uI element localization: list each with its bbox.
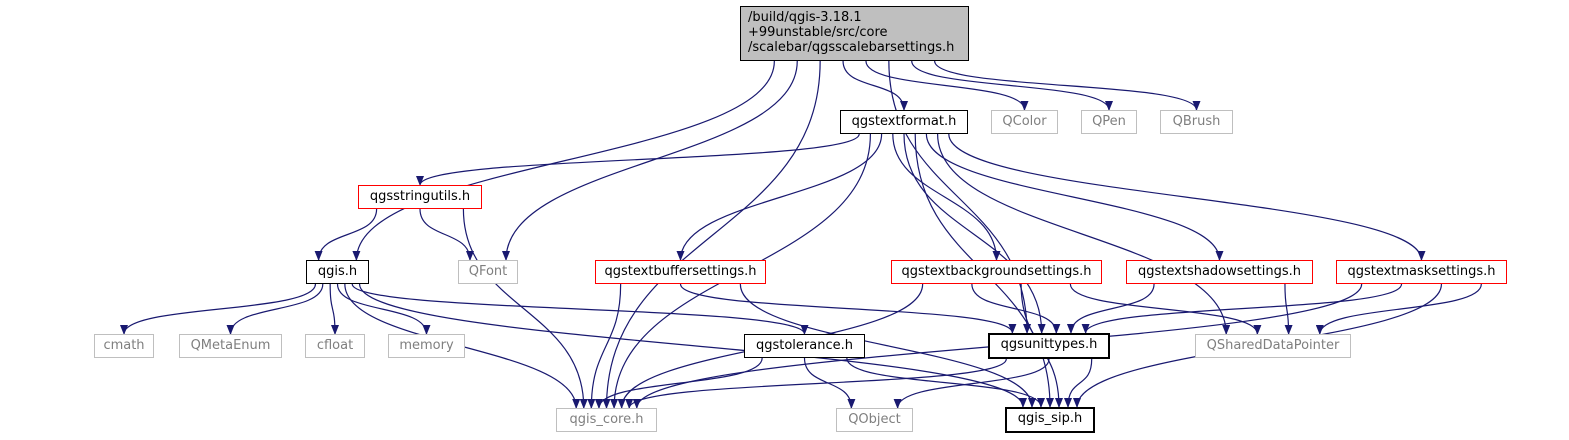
node-label: qgstextmasksettings.h: [1347, 264, 1496, 279]
edge-qgstextbackgroundsettings-to-qshareddatapointer: [1069, 283, 1262, 335]
node-qgstextbackgroundsettings[interactable]: qgstextbackgroundsettings.h: [891, 260, 1102, 284]
edge-root-to-qfont: [502, 60, 798, 261]
node-cfloat[interactable]: cfloat: [305, 334, 365, 358]
edge-root-to-qgstextformat: [842, 60, 908, 111]
edge-qgstextshadowsettings-to-qgsunittypes: [1066, 283, 1155, 334]
node-label: cfloat: [316, 338, 354, 353]
node-qgstolerance[interactable]: qgstolerance.h: [744, 334, 865, 358]
node-qgstextshadowsettings[interactable]: qgstextshadowsettings.h: [1126, 260, 1313, 284]
edge-root-to-qgsunittypes: [888, 60, 1032, 334]
edge-root-to-qcolor: [865, 60, 1029, 111]
edge-qgsstringutils-to-qfont: [419, 208, 474, 261]
edge-qgis-to-cmath: [120, 283, 317, 335]
node-label: QBrush: [1172, 114, 1221, 129]
edge-qgis-to-qmetaenum: [226, 283, 324, 335]
edge-qgis-to-qgis-sip: [358, 283, 1027, 408]
edge-qgstextformat-to-qgstextbackgroundsettings: [892, 133, 1001, 261]
node-label: qgsstringutils.h: [369, 189, 471, 204]
node-label: qgis.h: [317, 264, 358, 279]
node-label: qgsunittypes.h: [1000, 337, 1098, 352]
edge-root-to-qbrush: [934, 60, 1201, 111]
edge-root-to-qgis-core: [602, 60, 821, 409]
edge-layer: [120, 60, 1482, 409]
node-cmath[interactable]: cmath: [94, 334, 154, 358]
node-memory[interactable]: memory: [388, 334, 465, 358]
node-qgis-core[interactable]: qgis_core.h: [556, 408, 657, 432]
edge-qgsstringutils-to-qgis: [314, 208, 378, 261]
node-label: /build/qgis-3.18.1: [748, 10, 862, 25]
node-qpen[interactable]: QPen: [1081, 110, 1137, 134]
node-qgstextformat[interactable]: qgstextformat.h: [840, 110, 968, 134]
node-qmetaenum[interactable]: QMetaEnum: [179, 334, 282, 358]
node-label: QSharedDataPointer: [1206, 338, 1340, 353]
node-label: /scalebar/qgsscalebarsettings.h: [748, 40, 955, 55]
edge-qgis-to-memory: [336, 283, 431, 335]
node-qshareddatapointer[interactable]: QSharedDataPointer: [1195, 334, 1351, 358]
node-label: qgstextbuffersettings.h: [604, 264, 757, 279]
edge-qgstextformat-to-qshareddatapointer: [937, 133, 1231, 335]
node-label: qgstextshadowsettings.h: [1138, 264, 1301, 279]
node-label: qgstextformat.h: [851, 114, 957, 129]
node-qobject[interactable]: QObject: [836, 408, 913, 432]
node-label: QColor: [1002, 114, 1047, 129]
edge-qgsstringutils-to-qgis-core: [462, 208, 588, 409]
node-qgsstringutils[interactable]: qgsstringutils.h: [358, 185, 482, 209]
node-qfont[interactable]: QFont: [458, 260, 518, 284]
edge-qgstextformat-to-qgstextbuffersettings: [676, 133, 883, 261]
node-qbrush[interactable]: QBrush: [1160, 110, 1233, 134]
edge-qgstextbackgroundsettings-to-qgsunittypes: [971, 283, 1061, 334]
node-label: QObject: [848, 412, 901, 427]
edge-qgsunittypes-to-qgis-core: [625, 358, 1007, 409]
node-qgis-sip[interactable]: qgis_sip.h: [1005, 407, 1095, 433]
node-label: qgis_core.h: [569, 412, 644, 427]
edge-qgstextformat-to-qgstextshadowsettings: [925, 133, 1224, 261]
edge-qgstolerance-to-qgis-core: [594, 357, 763, 409]
edge-qgstextbuffersettings-to-qgis-core: [587, 283, 622, 409]
node-label: qgstextbackgroundsettings.h: [901, 264, 1092, 279]
edge-qgis-to-qgstolerance: [351, 283, 809, 335]
node-label: QFont: [468, 264, 508, 279]
edge-qgstextmasksettings-to-qshareddatapointer: [1315, 283, 1482, 335]
node-qgstextmasksettings[interactable]: qgstextmasksettings.h: [1336, 260, 1507, 284]
node-label: QMetaEnum: [190, 338, 271, 353]
node-label: cmath: [103, 338, 145, 353]
node-root[interactable]: /build/qgis-3.18.1+99unstable/src/core/s…: [740, 6, 969, 61]
edge-qgstextmasksettings-to-qgsunittypes: [1081, 283, 1403, 334]
node-qgstextbuffersettings[interactable]: qgstextbuffersettings.h: [595, 260, 766, 284]
node-label: QPen: [1092, 114, 1126, 129]
node-label: memory: [399, 338, 454, 353]
edge-qgstextbuffersettings-to-qgis-sip: [739, 283, 1036, 408]
edge-qgsunittypes-to-qobject: [893, 358, 1050, 409]
edge-qgstolerance-to-qgis-sip: [846, 357, 1045, 408]
edge-qgstextformat-to-qgsunittypes: [903, 133, 1046, 334]
node-qgsunittypes[interactable]: qgsunittypes.h: [988, 333, 1110, 359]
edge-qgstextbuffersettings-to-qgsunittypes: [679, 283, 1017, 334]
edge-qgis-to-cfloat: [329, 283, 339, 335]
node-label: qgstolerance.h: [755, 338, 853, 353]
node-label: qgis_sip.h: [1017, 411, 1083, 426]
edge-qgstextshadowsettings-to-qshareddatapointer: [1284, 283, 1293, 335]
edge-root-to-qgis: [352, 60, 775, 261]
edge-root-to-qpen: [911, 60, 1113, 111]
edge-qgstextformat-to-qgstextmasksettings: [948, 133, 1426, 261]
node-qcolor[interactable]: QColor: [991, 110, 1058, 134]
node-label: +99unstable/src/core: [748, 25, 888, 40]
edge-qgsunittypes-to-qgis-sip: [1064, 358, 1093, 408]
node-qgis[interactable]: qgis.h: [306, 260, 369, 284]
edge-qgstextformat-to-qgsstringutils: [416, 133, 860, 186]
